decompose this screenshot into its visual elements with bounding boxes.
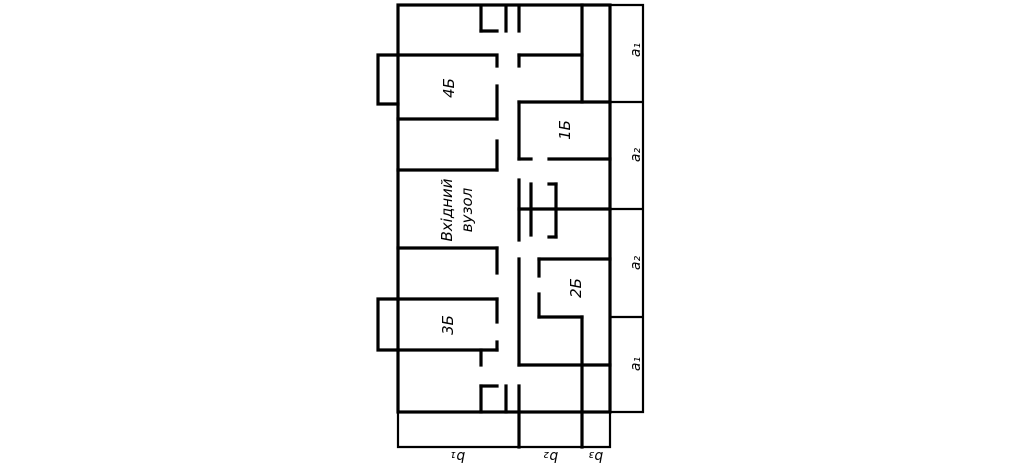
right-dimension-dividers: [610, 100, 643, 319]
dim-label-b3: b₃: [588, 448, 603, 464]
dim-label-b1: b₁: [451, 448, 466, 464]
dim-label-a2-upper: a₂: [628, 148, 644, 163]
entry-hall-label-line1: Вхідний: [438, 178, 456, 241]
room-label-1b: 1Б: [556, 120, 574, 140]
room-label-4b: 4Б: [440, 78, 458, 98]
room-label-3b: 3Б: [439, 315, 457, 335]
balcony-top-left: [376, 53, 400, 106]
dim-label-b2: b₂: [543, 448, 558, 464]
room-label-2b: 2Б: [567, 278, 585, 298]
dim-label-a1-top: a₁: [628, 43, 644, 57]
balcony-bottom-left: [376, 297, 400, 352]
interior-walls: [396, 3, 612, 449]
dim-label-a1-bottom: a₁: [628, 357, 644, 371]
entry-hall-label-line2: вузол: [458, 187, 476, 232]
dim-label-a2-lower: a₂: [628, 256, 644, 271]
